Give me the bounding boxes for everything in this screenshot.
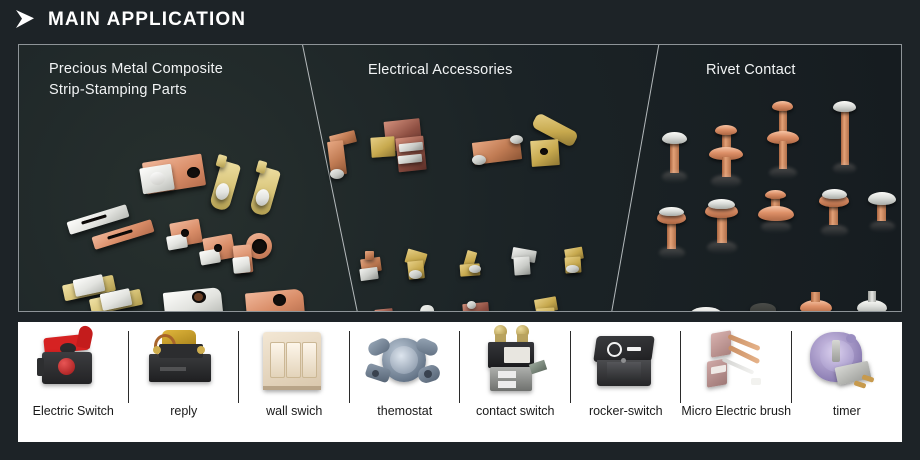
electric-switch-image <box>18 322 129 400</box>
wall-swich-image <box>239 322 350 400</box>
thumbnail-caption: Micro Electric brush <box>681 404 792 418</box>
thumbnail-caption: reply <box>170 404 198 418</box>
micro-electric-brush-image <box>681 322 792 400</box>
thumbnail-contact-switch[interactable]: contact switch <box>460 322 571 442</box>
thumbnail-caption: themostat <box>377 404 433 418</box>
chevron-right-icon <box>16 10 34 28</box>
electrical-accessories-image <box>19 45 901 311</box>
thumbnail-caption: Electric Switch <box>32 404 114 418</box>
application-thumbnail-strip: Electric Switch reply <box>18 322 902 442</box>
contact-switch-image <box>460 322 571 400</box>
column-title-rivet-contact: Rivet Contact <box>706 62 796 78</box>
main-application-panel: Precious Metal Composite Strip-Stamping … <box>18 44 902 312</box>
rocker-switch-image <box>571 322 682 400</box>
thumbnail-caption: contact switch <box>475 404 555 418</box>
thumbnail-micro-electric-brush[interactable]: Micro Electric brush <box>681 322 792 442</box>
precious-metal-parts-image <box>19 45 901 311</box>
thumbnail-themostat[interactable]: themostat <box>350 322 461 442</box>
column-title-precious-metal-composite: Precious Metal Composite Strip-Stamping … <box>49 61 224 98</box>
page-header: MAIN APPLICATION <box>0 0 920 38</box>
thumbnail-timer[interactable]: timer <box>792 322 903 442</box>
thumbnail-reply[interactable]: reply <box>129 322 240 442</box>
rivet-contact-image <box>19 45 901 311</box>
thumbnail-caption: rocker-switch <box>588 404 663 418</box>
timer-image <box>792 322 903 400</box>
reply-image <box>129 322 240 400</box>
thumbnail-rocker-switch[interactable]: rocker-switch <box>571 322 682 442</box>
thumbnail-caption: timer <box>832 404 861 418</box>
thumbnail-electric-switch[interactable]: Electric Switch <box>18 322 129 442</box>
thumbnail-wall-swich[interactable]: wall swich <box>239 322 350 442</box>
page-title: MAIN APPLICATION <box>48 8 247 30</box>
thumbnail-caption: wall swich <box>266 404 323 418</box>
themostat-image <box>350 322 461 400</box>
column-title-electrical-accessories: Electrical Accessories <box>368 62 513 78</box>
